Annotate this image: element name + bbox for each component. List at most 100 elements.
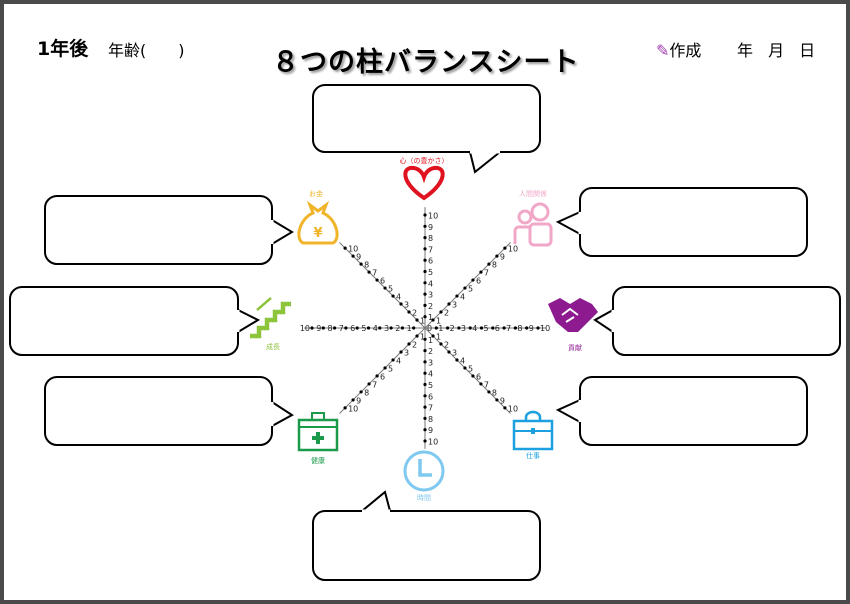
tick-dot-4[interactable] bbox=[468, 326, 472, 330]
bubble-box[interactable] bbox=[312, 84, 541, 153]
tick-dot-3[interactable] bbox=[423, 360, 427, 364]
tick-dot-8[interactable] bbox=[487, 262, 491, 266]
tick-dot-2[interactable] bbox=[446, 326, 450, 330]
tick-dot-9[interactable] bbox=[351, 254, 355, 258]
comment-bubble-4[interactable] bbox=[555, 376, 808, 446]
tick-dot-2[interactable] bbox=[423, 349, 427, 353]
tick-dot-9[interactable] bbox=[423, 428, 427, 432]
tick-dot-8[interactable] bbox=[333, 326, 337, 330]
tick-dot-5[interactable] bbox=[463, 286, 467, 290]
tick-dot-7[interactable] bbox=[479, 382, 483, 386]
tick-dot-6[interactable] bbox=[423, 394, 427, 398]
tick-dot-4[interactable] bbox=[423, 371, 427, 375]
tick-dot-10[interactable] bbox=[503, 406, 507, 410]
tick-dot-3[interactable] bbox=[399, 302, 403, 306]
tick-dot-6[interactable] bbox=[375, 278, 379, 282]
tick-dot-7[interactable] bbox=[479, 270, 483, 274]
bubble-box[interactable] bbox=[9, 286, 239, 356]
tick-dot-10[interactable] bbox=[423, 213, 427, 217]
tick-dot-3[interactable] bbox=[399, 350, 403, 354]
bubble-box[interactable] bbox=[44, 195, 273, 265]
tick-dot-9[interactable] bbox=[495, 254, 499, 258]
tick-dot-1[interactable] bbox=[423, 337, 427, 341]
tick-dot-8[interactable] bbox=[487, 390, 491, 394]
tick-dot-4[interactable] bbox=[378, 326, 382, 330]
tick-dot-10[interactable] bbox=[343, 406, 347, 410]
tick-dot-2[interactable] bbox=[407, 342, 411, 346]
tick-dot-3[interactable] bbox=[457, 326, 461, 330]
tick-dot-2[interactable] bbox=[423, 303, 427, 307]
tick-dot-4[interactable] bbox=[455, 294, 459, 298]
tick-dot-8[interactable] bbox=[513, 326, 518, 330]
tick-dot-7[interactable] bbox=[502, 326, 506, 330]
tick-dot-3[interactable] bbox=[447, 302, 451, 306]
tick-dot-3[interactable] bbox=[447, 350, 451, 354]
tick-dot-5[interactable] bbox=[423, 382, 427, 387]
comment-bubble-6[interactable] bbox=[44, 376, 294, 446]
comment-bubble-3[interactable] bbox=[593, 286, 841, 356]
date-field[interactable]: 年 月 日 bbox=[737, 41, 816, 60]
tick-dot-9[interactable] bbox=[423, 224, 427, 228]
tick-dot-8[interactable] bbox=[359, 262, 363, 266]
comment-bubble-1[interactable] bbox=[312, 84, 541, 174]
tick-dot-7[interactable] bbox=[344, 326, 348, 330]
comment-bubble-5[interactable] bbox=[312, 490, 541, 581]
tick-dot-4[interactable] bbox=[455, 358, 459, 362]
tick-dot-9[interactable] bbox=[495, 398, 499, 402]
tick-dot-2[interactable] bbox=[400, 326, 404, 330]
bubble-box[interactable] bbox=[579, 376, 808, 446]
bubble-box[interactable] bbox=[612, 286, 841, 356]
tick-dot-5[interactable] bbox=[366, 326, 371, 330]
tick-dot-7[interactable] bbox=[367, 270, 371, 274]
tick-dot-6[interactable] bbox=[471, 374, 475, 378]
tick-dot-7[interactable] bbox=[367, 382, 371, 386]
tick-dot-1[interactable] bbox=[434, 326, 438, 330]
tick-dot-6[interactable] bbox=[491, 326, 495, 330]
bubble-box[interactable] bbox=[312, 510, 541, 581]
tick-dot-8[interactable] bbox=[359, 390, 363, 394]
tick-dot-6[interactable] bbox=[375, 374, 379, 378]
tick-dot-1[interactable] bbox=[415, 334, 419, 338]
tick-dot-6[interactable] bbox=[355, 326, 359, 330]
tick-dot-3[interactable] bbox=[389, 326, 393, 330]
comment-bubble-7[interactable] bbox=[9, 286, 261, 356]
tick-dot-10[interactable] bbox=[343, 246, 347, 250]
tick-dot-8[interactable] bbox=[423, 236, 427, 240]
tick-dot-4[interactable] bbox=[391, 294, 395, 298]
tick-dot-1[interactable] bbox=[415, 318, 419, 322]
tick-dot-9[interactable] bbox=[321, 326, 325, 330]
tick-dot-5[interactable] bbox=[383, 366, 387, 370]
tick-dot-5[interactable] bbox=[423, 269, 427, 274]
comment-bubble-8[interactable] bbox=[44, 195, 294, 265]
tick-dot-7[interactable] bbox=[423, 247, 427, 251]
tick-dot-10[interactable] bbox=[310, 326, 314, 330]
tick-label-5: 5 bbox=[388, 364, 393, 373]
tick-dot-5[interactable] bbox=[479, 326, 484, 330]
tick-dot-9[interactable] bbox=[351, 398, 355, 402]
tick-dot-6[interactable] bbox=[423, 258, 427, 262]
tick-dot-1[interactable] bbox=[431, 334, 435, 338]
tick-dot-1[interactable] bbox=[423, 315, 427, 319]
tick-dot-1[interactable] bbox=[431, 318, 435, 322]
tick-dot-3[interactable] bbox=[423, 292, 427, 296]
bubble-box[interactable] bbox=[44, 376, 273, 446]
tick-dot-1[interactable] bbox=[412, 326, 416, 330]
tick-dot-10[interactable] bbox=[503, 246, 507, 250]
tick-dot-9[interactable] bbox=[525, 326, 529, 330]
tick-dot-10[interactable] bbox=[423, 439, 427, 443]
tick-dot-7[interactable] bbox=[423, 405, 427, 409]
tick-dot-2[interactable] bbox=[439, 310, 443, 314]
tick-dot-10[interactable] bbox=[536, 326, 540, 330]
tick-dot-2[interactable] bbox=[407, 310, 411, 314]
age-field[interactable]: 年齢( ) bbox=[108, 41, 185, 60]
tick-dot-4[interactable] bbox=[391, 358, 395, 362]
tick-dot-8[interactable] bbox=[423, 416, 427, 420]
comment-bubble-2[interactable] bbox=[555, 187, 808, 257]
tick-dot-5[interactable] bbox=[383, 286, 387, 290]
tick-dot-5[interactable] bbox=[463, 366, 467, 370]
tick-dot-2[interactable] bbox=[439, 342, 443, 346]
tick-dot-6[interactable] bbox=[471, 278, 475, 282]
tick-dot-4[interactable] bbox=[423, 281, 427, 285]
bubble-box[interactable] bbox=[579, 187, 808, 257]
